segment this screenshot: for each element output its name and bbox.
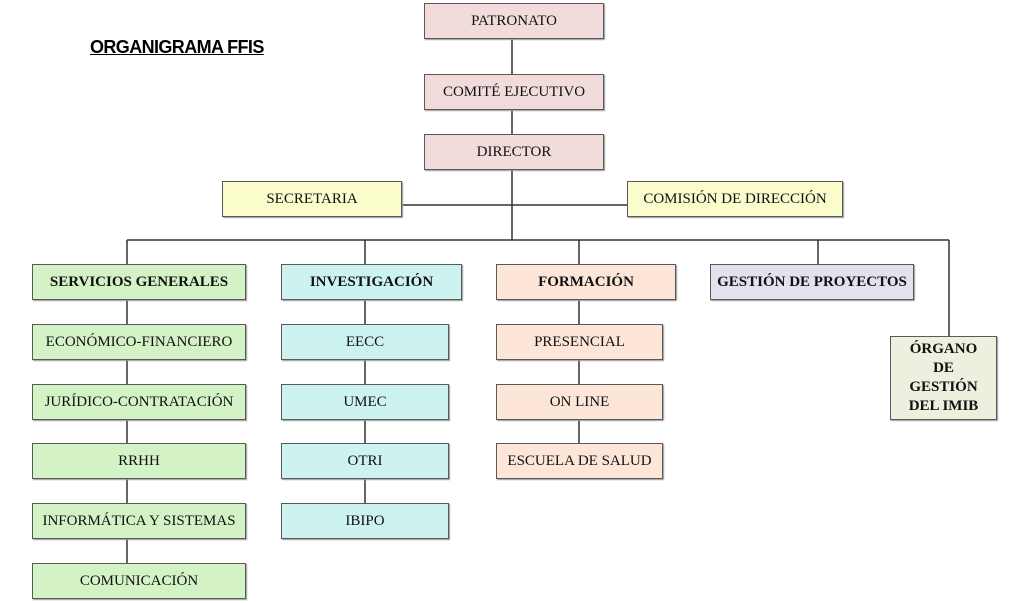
box-director: DIRECTOR (424, 134, 604, 170)
box-formacion: FORMACIÓN (496, 264, 676, 300)
organo-line: DEL IMIB (908, 398, 979, 414)
box-informatica-sistemas: INFORMÁTICA Y SISTEMAS (32, 503, 246, 539)
box-secretaria: SECRETARIA (222, 181, 402, 217)
organo-line: GESTIÓN (909, 379, 978, 395)
box-on-line: ON LINE (496, 384, 663, 420)
box-eecc: EECC (281, 324, 449, 360)
box-otri: OTRI (281, 443, 449, 479)
box-comite-ejecutivo: COMITÉ EJECUTIVO (424, 74, 604, 110)
box-patronato: PATRONATO (424, 3, 604, 39)
box-comunicacion: COMUNICACIÓN (32, 563, 246, 599)
box-investigacion: INVESTIGACIÓN (281, 264, 462, 300)
box-umec: UMEC (281, 384, 449, 420)
box-juridico-contratacion: JURÍDICO-CONTRATACIÓN (32, 384, 246, 420)
organo-line: ÓRGANO (909, 341, 978, 357)
box-rrhh: RRHH (32, 443, 246, 479)
box-gestion-proyectos: GESTIÓN DE PROYECTOS (710, 264, 914, 300)
page-title: ORGANIGRAMA FFIS (90, 37, 264, 57)
box-economico-financiero: ECONÓMICO-FINANCIERO (32, 324, 246, 360)
box-presencial: PRESENCIAL (496, 324, 663, 360)
box-ibipo: IBIPO (281, 503, 449, 539)
box-servicios-generales: SERVICIOS GENERALES (32, 264, 246, 300)
box-escuela-salud: ESCUELA DE SALUD (496, 443, 663, 479)
box-comision-direccion: COMISIÓN DE DIRECCIÓN (627, 181, 843, 217)
organo-line: DE (933, 360, 954, 376)
box-organo-gestion-imib: ÓRGANO DE GESTIÓN DEL IMIB (890, 336, 997, 420)
